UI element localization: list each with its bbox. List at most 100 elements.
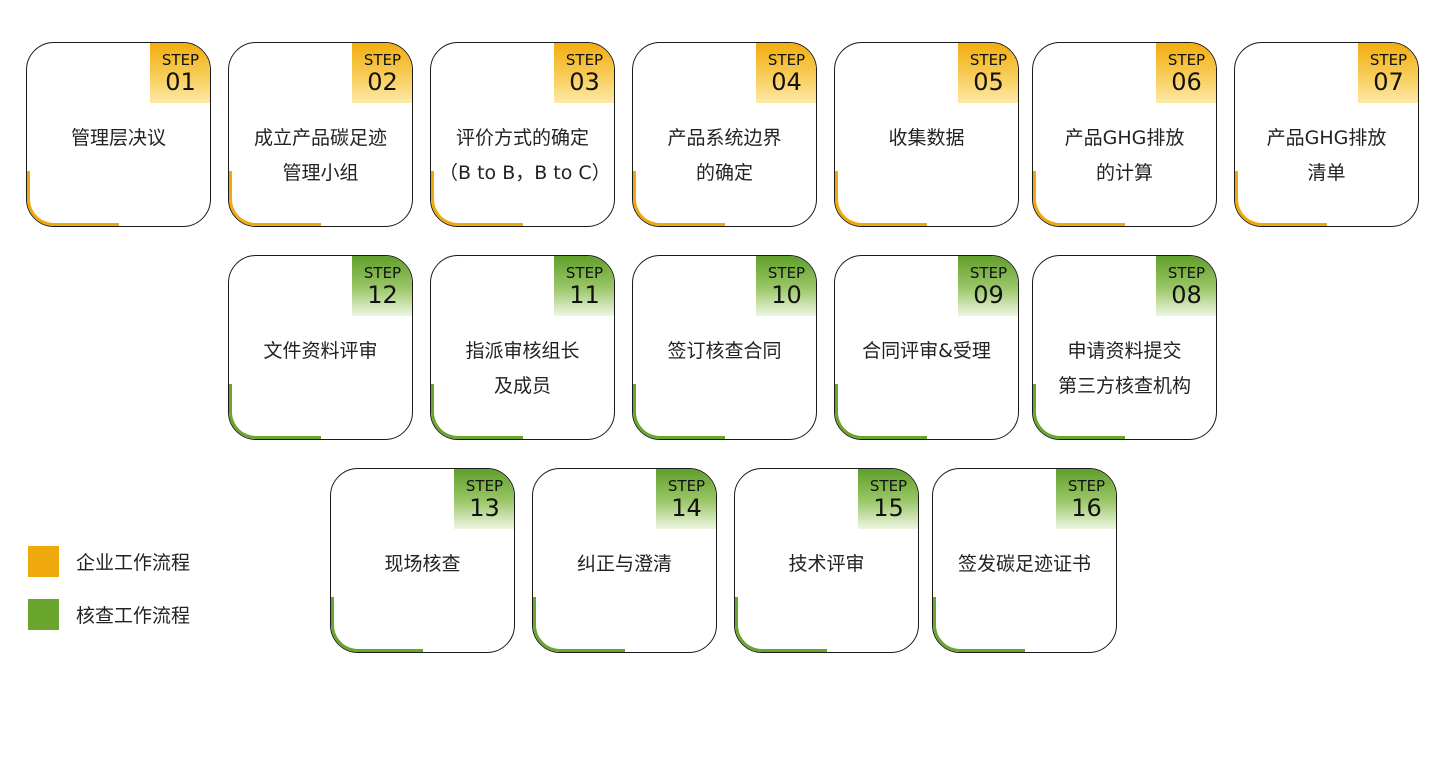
step-word: STEP bbox=[1167, 264, 1206, 282]
step-word: STEP bbox=[161, 51, 200, 69]
step-badge: STEP 01 bbox=[150, 43, 210, 103]
step-number: 02 bbox=[367, 68, 398, 96]
card-accent-line bbox=[633, 171, 725, 226]
card-accent-line bbox=[229, 171, 321, 226]
step-badge: STEP 06 bbox=[1156, 43, 1216, 103]
step-word: STEP bbox=[767, 264, 806, 282]
step-word: STEP bbox=[667, 477, 706, 495]
card-accent-line bbox=[1235, 171, 1327, 226]
card-accent-line bbox=[933, 597, 1025, 652]
step-badge: STEP 15 bbox=[858, 469, 918, 529]
step-word: STEP bbox=[565, 264, 604, 282]
step-badge: STEP 07 bbox=[1358, 43, 1418, 103]
step-word: STEP bbox=[969, 51, 1008, 69]
step-number: 14 bbox=[671, 494, 702, 522]
step-number: 09 bbox=[973, 281, 1004, 309]
step-number: 05 bbox=[973, 68, 1004, 96]
step-number: 10 bbox=[771, 281, 802, 309]
step-number: 08 bbox=[1171, 281, 1202, 309]
step-label: 成立产品碳足迹 管理小组 bbox=[253, 127, 387, 184]
step-label: 产品系统边界 的确定 bbox=[667, 127, 782, 184]
step-label: 现场核查 bbox=[384, 553, 461, 575]
step-card-01: STEP 01 管理层决议 bbox=[26, 42, 211, 227]
step-card-12: STEP 12 文件资料评审 bbox=[228, 255, 413, 440]
card-accent-line bbox=[533, 597, 625, 652]
step-card-11: STEP 11 指派审核组长 及成员 bbox=[430, 255, 615, 440]
step-label: 产品GHG排放 清单 bbox=[1266, 127, 1387, 184]
step-number: 04 bbox=[771, 68, 802, 96]
card-accent-line bbox=[229, 384, 321, 439]
step-label: 签订核查合同 bbox=[667, 340, 782, 362]
step-card-14: STEP 14 纠正与澄清 bbox=[532, 468, 717, 653]
card-accent-line bbox=[431, 384, 523, 439]
step-number: 06 bbox=[1171, 68, 1202, 96]
step-label: 合同评审&受理 bbox=[862, 340, 991, 362]
step-label: 评价方式的确定 （B to B，B to C） bbox=[439, 127, 611, 184]
step-label: 签发碳足迹证书 bbox=[957, 553, 1091, 575]
step-word: STEP bbox=[1369, 51, 1408, 69]
legend-item-verification: 核查工作流程 bbox=[28, 599, 190, 630]
step-word: STEP bbox=[363, 264, 402, 282]
step-card-03: STEP 03 评价方式的确定 （B to B，B to C） bbox=[430, 42, 615, 227]
step-card-09: STEP 09 合同评审&受理 bbox=[834, 255, 1019, 440]
step-word: STEP bbox=[1167, 51, 1206, 69]
step-number: 16 bbox=[1071, 494, 1102, 522]
card-accent-line bbox=[431, 171, 523, 226]
legend-swatch-green bbox=[28, 599, 59, 630]
step-card-05: STEP 05 收集数据 bbox=[834, 42, 1019, 227]
step-label: 文件资料评审 bbox=[263, 340, 378, 362]
card-accent-line bbox=[27, 171, 119, 226]
step-badge: STEP 09 bbox=[958, 256, 1018, 316]
step-card-06: STEP 06 产品GHG排放 的计算 bbox=[1032, 42, 1217, 227]
step-badge: STEP 08 bbox=[1156, 256, 1216, 316]
step-card-02: STEP 02 成立产品碳足迹 管理小组 bbox=[228, 42, 413, 227]
step-number: 07 bbox=[1373, 68, 1404, 96]
step-badge: STEP 04 bbox=[756, 43, 816, 103]
step-word: STEP bbox=[363, 51, 402, 69]
step-card-04: STEP 04 产品系统边界 的确定 bbox=[632, 42, 817, 227]
step-badge: STEP 14 bbox=[656, 469, 716, 529]
step-word: STEP bbox=[969, 264, 1008, 282]
step-label: 纠正与澄清 bbox=[576, 553, 672, 575]
step-word: STEP bbox=[1067, 477, 1106, 495]
step-label: 技术评审 bbox=[788, 553, 865, 575]
step-number: 15 bbox=[873, 494, 904, 522]
step-word: STEP bbox=[565, 51, 604, 69]
step-number: 03 bbox=[569, 68, 600, 96]
step-card-16: STEP 16 签发碳足迹证书 bbox=[932, 468, 1117, 653]
step-word: STEP bbox=[767, 51, 806, 69]
step-badge: STEP 16 bbox=[1056, 469, 1116, 529]
step-number: 13 bbox=[469, 494, 500, 522]
step-word: STEP bbox=[869, 477, 908, 495]
card-accent-line bbox=[1033, 384, 1125, 439]
step-label: 收集数据 bbox=[888, 127, 965, 149]
step-badge: STEP 05 bbox=[958, 43, 1018, 103]
card-accent-line bbox=[835, 171, 927, 226]
step-badge: STEP 03 bbox=[554, 43, 614, 103]
step-badge: STEP 10 bbox=[756, 256, 816, 316]
step-label: 指派审核组长 及成员 bbox=[465, 340, 580, 397]
step-badge: STEP 02 bbox=[352, 43, 412, 103]
step-badge: STEP 12 bbox=[352, 256, 412, 316]
card-accent-line bbox=[835, 384, 927, 439]
card-accent-line bbox=[1033, 171, 1125, 226]
step-number: 11 bbox=[569, 281, 600, 309]
card-accent-line bbox=[331, 597, 423, 652]
step-card-13: STEP 13 现场核查 bbox=[330, 468, 515, 653]
card-accent-line bbox=[633, 384, 725, 439]
step-number: 12 bbox=[367, 281, 398, 309]
step-label: 管理层决议 bbox=[70, 127, 166, 149]
step-label: 申请资料提交 第三方核查机构 bbox=[1057, 340, 1191, 397]
step-card-07: STEP 07 产品GHG排放 清单 bbox=[1234, 42, 1419, 227]
legend-label: 核查工作流程 bbox=[76, 605, 191, 627]
legend-swatch-orange bbox=[28, 546, 59, 577]
step-number: 01 bbox=[165, 68, 196, 96]
step-card-08: STEP 08 申请资料提交 第三方核查机构 bbox=[1032, 255, 1217, 440]
legend-item-enterprise: 企业工作流程 bbox=[28, 546, 190, 577]
step-word: STEP bbox=[465, 477, 504, 495]
step-card-10: STEP 10 签订核查合同 bbox=[632, 255, 817, 440]
card-accent-line bbox=[735, 597, 827, 652]
legend-label: 企业工作流程 bbox=[76, 552, 191, 574]
step-badge: STEP 13 bbox=[454, 469, 514, 529]
step-badge: STEP 11 bbox=[554, 256, 614, 316]
